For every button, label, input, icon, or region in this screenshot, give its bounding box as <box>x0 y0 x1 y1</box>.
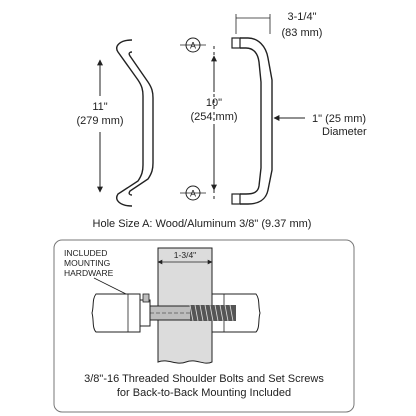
diameter-label: Diameter <box>322 126 367 138</box>
right-handle <box>231 37 273 205</box>
set-screw <box>142 293 150 303</box>
hardware-label-line1: INCLUDED <box>64 248 107 258</box>
left-height-metric: (279 mm) <box>76 115 123 127</box>
hole-marker-bottom-label: A <box>190 189 196 199</box>
hardware-label-line2: MOUNTING <box>64 258 110 268</box>
hole-marker-bottom: A <box>180 185 206 201</box>
detail-caption-line2: for Back-to-Back Mounting Included <box>117 387 291 399</box>
diameter-imperial: 1" (25 mm) <box>312 113 366 125</box>
left-handle-inner <box>128 51 154 196</box>
projection-dimension <box>235 14 271 34</box>
center-distance-metric: (254 mm) <box>190 111 237 123</box>
right-handle-inner <box>240 47 262 195</box>
right-handle-outer <box>240 37 273 205</box>
top-mount-standoff <box>231 37 241 49</box>
hole-marker-top: A <box>180 37 206 53</box>
left-handle <box>116 39 154 207</box>
hardware-label-line3: HARDWARE <box>64 268 114 278</box>
center-distance-imperial: 10" <box>206 97 222 109</box>
door-thickness-label: 1-3/4" <box>174 250 196 260</box>
left-handle-post <box>91 293 151 333</box>
left-height-imperial: 11" <box>92 101 107 113</box>
hole-size-note: Hole Size A: Wood/Aluminum 3/8" (9.37 mm… <box>93 218 312 230</box>
projection-imperial: 3-1/4" <box>288 11 317 23</box>
right-handle-post <box>189 293 261 333</box>
left-handle-outline <box>116 39 144 207</box>
bottom-mount-standoff <box>231 193 241 205</box>
detail-caption-line1: 3/8"-16 Threaded Shoulder Bolts and Set … <box>84 373 324 385</box>
hole-marker-top-label: A <box>190 41 196 51</box>
projection-metric: (83 mm) <box>282 27 323 39</box>
